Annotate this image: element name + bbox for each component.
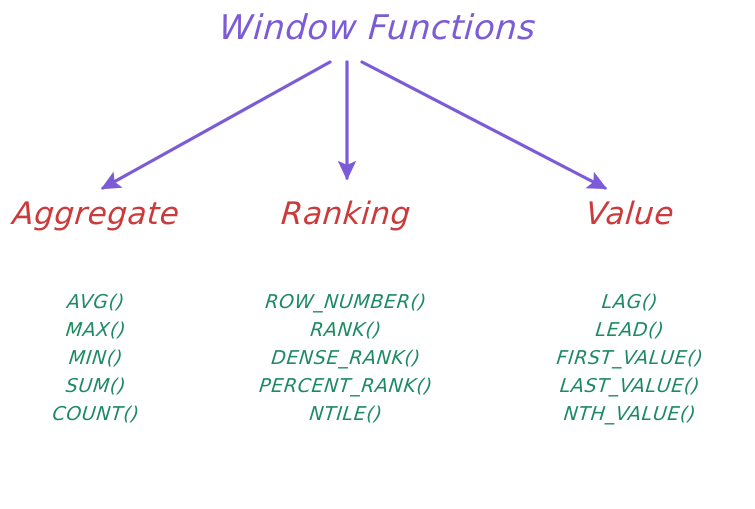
category-heading-value: Value [584,196,676,232]
function-item: LAG() [600,291,660,313]
function-item: SUM() [64,375,128,397]
function-list-ranking: ROW_NUMBER() RANK() DENSE_RANK() PERCENT… [222,288,470,428]
category-heading-ranking: Ranking [279,196,413,232]
function-item: LEAD() [594,319,666,341]
category-heading-aggregate: Aggregate [11,196,181,232]
function-item: NTILE() [308,403,384,425]
arrow-to-value [360,60,608,190]
function-item: NTH_VALUE() [562,403,698,425]
page-title: Window Functions [217,8,538,48]
function-item: AVG() [66,291,126,313]
function-item: LAST_VALUE() [558,375,702,397]
function-item: COUNT() [51,403,141,425]
arrow-to-aggregate [100,60,332,190]
function-list-aggregate: AVG() MAX() MIN() SUM() COUNT() [0,288,192,428]
category-column-value: Value LAG() LEAD() FIRST_VALUE() LAST_VA… [505,196,755,428]
function-item: MAX() [64,319,128,341]
function-item: DENSE_RANK() [270,347,422,369]
function-item: MIN() [67,347,125,369]
category-column-aggregate: Aggregate AVG() MAX() MIN() SUM() COUNT(… [0,196,192,428]
function-item: RANK() [309,319,383,341]
function-item: FIRST_VALUE() [555,347,705,369]
function-item: PERCENT_RANK() [258,375,434,397]
function-item: ROW_NUMBER() [264,291,428,313]
function-list-value: LAG() LEAD() FIRST_VALUE() LAST_VALUE() … [505,288,755,428]
category-column-ranking: Ranking ROW_NUMBER() RANK() DENSE_RANK()… [222,196,470,428]
